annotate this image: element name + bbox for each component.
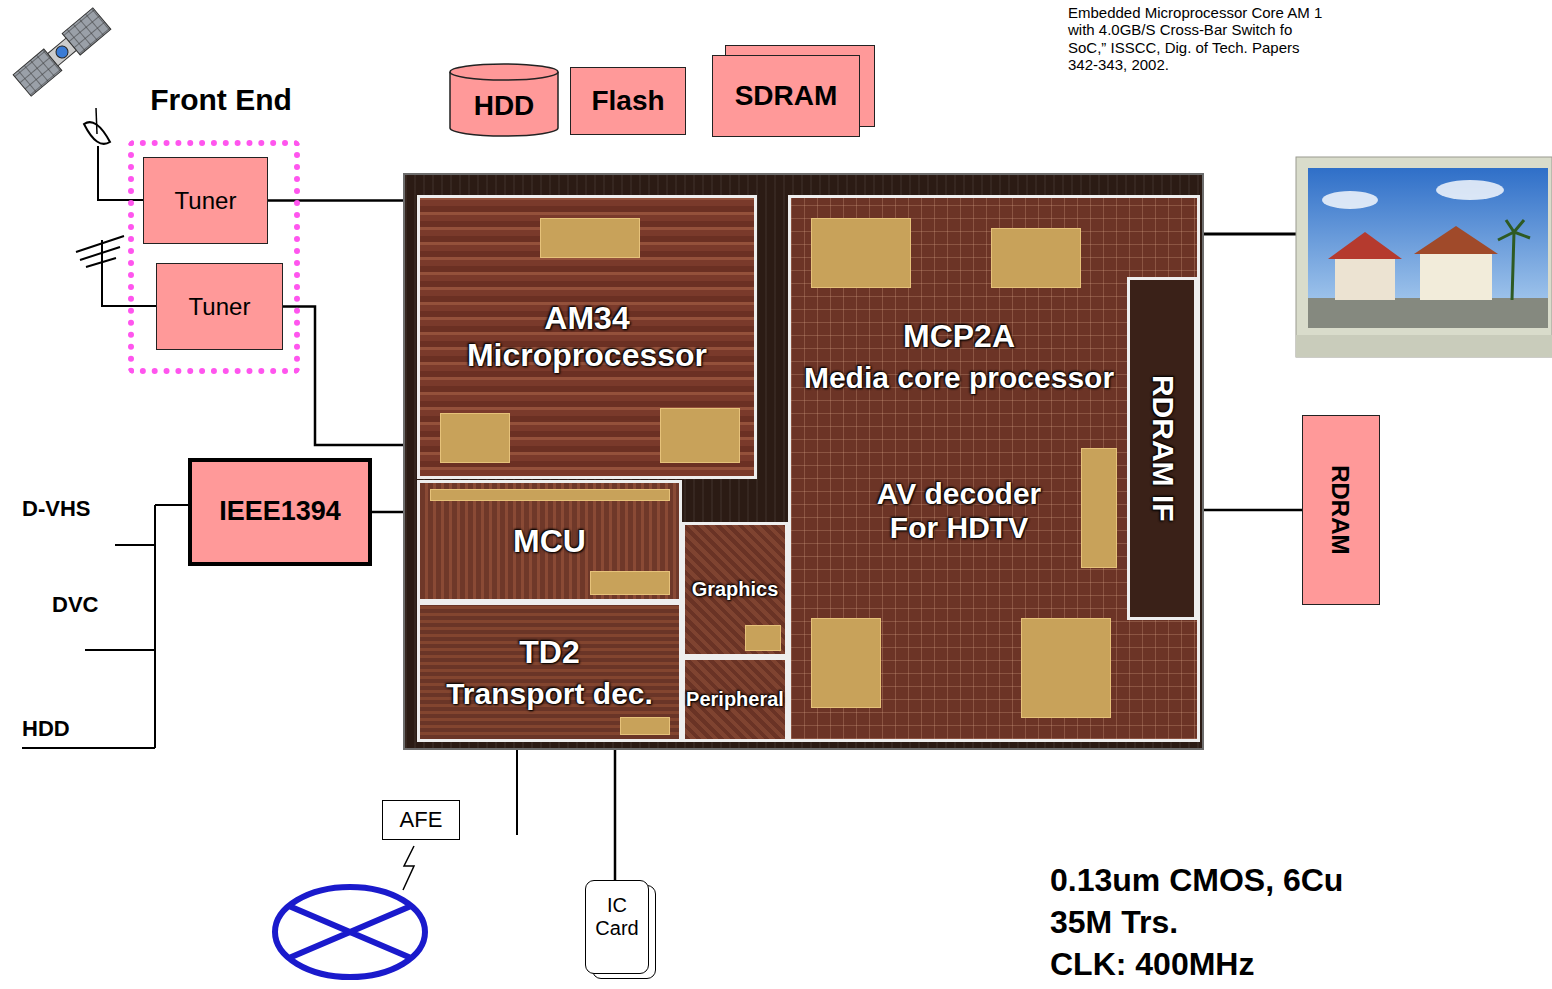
- die-block: MCU: [417, 480, 682, 602]
- die-block: MCP2AMedia core processor AV decoder For …: [788, 195, 1200, 742]
- antenna-wire: [98, 146, 143, 200]
- lightning-symbol: [403, 846, 414, 890]
- house: [1420, 250, 1492, 300]
- group-heading: Front End: [142, 78, 300, 122]
- flash-box: Flash: [570, 67, 686, 135]
- memory-box: RDRAM: [1302, 415, 1380, 605]
- roof: [1414, 226, 1498, 254]
- storage-label: Flash: [591, 85, 664, 117]
- front-end-group: Front EndTunerTuner: [128, 78, 300, 374]
- circuit-block: [590, 571, 670, 595]
- display-wire: [1204, 233, 1296, 236]
- cloud: [1322, 191, 1378, 209]
- tv-screen: [1308, 168, 1548, 328]
- spec-note: CLK: 400MHz: [1050, 946, 1254, 983]
- afe-label: AFE: [400, 807, 443, 832]
- interface-block: RDRAM IF: [1127, 277, 1197, 620]
- block-label: AV decoder For HDTV: [859, 466, 1059, 556]
- block-label: Graphics: [692, 578, 779, 601]
- soc-die: AM34 Microprocessor MCP2AMedia core proce…: [403, 173, 1204, 750]
- tuner-box: Tuner: [156, 263, 283, 350]
- citation-note: Embedded Microprocessor Core AM 1 with 4…: [1068, 4, 1330, 73]
- spec-note: 0.13um CMOS, 6Cu: [1050, 862, 1343, 899]
- palm-tree: [1498, 220, 1530, 300]
- interface-box: IEEE1394: [188, 458, 372, 566]
- block-label: MCU: [513, 523, 586, 560]
- card-label: IC Card: [585, 884, 649, 950]
- die-block: Peripheral: [682, 657, 788, 742]
- network-cross: [289, 906, 411, 958]
- bus-label: HDD: [22, 716, 70, 741]
- ic-card: IC Card: [585, 880, 657, 980]
- circuit-block: [991, 228, 1081, 288]
- tuner-label: Tuner: [189, 293, 251, 321]
- roof: [1328, 232, 1402, 259]
- circuit-block: [811, 218, 911, 288]
- dish-feed: [96, 108, 97, 134]
- connector-line: [1197, 509, 1302, 512]
- satellite-icon: [13, 8, 111, 96]
- storage-label: HDD: [448, 78, 560, 134]
- tv-antenna: [76, 236, 124, 267]
- spec-note: 35M Trs.: [1050, 904, 1178, 941]
- sdram-box: SDRAM: [712, 45, 875, 137]
- tv-bezel: [1296, 335, 1552, 357]
- interface-label: IEEE1394: [219, 496, 341, 527]
- cylinder-rim: [450, 72, 558, 80]
- connector-line: [614, 750, 617, 880]
- circuit-block: [430, 489, 670, 501]
- circuit-block: [620, 717, 670, 735]
- circuit-block: [540, 218, 640, 258]
- memory-label: RDRAM: [1327, 465, 1355, 554]
- block-label: TD2: [420, 633, 679, 671]
- circuit-block: [1021, 618, 1111, 718]
- satellite-eye: [54, 44, 71, 61]
- connector-line: [268, 199, 403, 202]
- satellite-body: [48, 38, 77, 66]
- street: [1308, 298, 1548, 328]
- circuit-block: [745, 625, 781, 651]
- die-block: AM34 Microprocessor: [417, 195, 757, 479]
- block-label: Transport dec.: [420, 675, 679, 713]
- circuit-block: [1081, 448, 1117, 568]
- block-label: Peripheral: [686, 688, 784, 711]
- block-label: MCP2A: [791, 316, 1127, 356]
- bus-label: D-VHS: [22, 496, 90, 521]
- afe-wire: [516, 750, 518, 835]
- tv-frame: [1296, 157, 1552, 357]
- block-label: Media core processor: [791, 358, 1127, 398]
- connector-line: [283, 307, 403, 446]
- connector-line: [372, 511, 403, 514]
- circuit-block: [440, 413, 510, 463]
- network-ring: [275, 887, 425, 977]
- block-label: RDRAM IF: [1145, 375, 1180, 522]
- hdd-cylinder: HDD: [448, 62, 560, 138]
- die-block: Graphics: [682, 522, 788, 657]
- tuner-box: Tuner: [143, 157, 268, 244]
- storage-label: SDRAM: [712, 55, 860, 137]
- tuner-label: Tuner: [175, 187, 237, 215]
- house: [1335, 255, 1395, 300]
- cloud: [1436, 180, 1504, 200]
- circuit-block: [660, 408, 740, 463]
- afe-box: AFE: [382, 800, 460, 840]
- die-block: TD2Transport dec.: [417, 602, 682, 742]
- block-label: AM34 Microprocessor: [456, 300, 718, 374]
- circuit-block: [811, 618, 881, 708]
- bus-lines: [22, 505, 188, 748]
- bus-label: DVC: [52, 592, 98, 617]
